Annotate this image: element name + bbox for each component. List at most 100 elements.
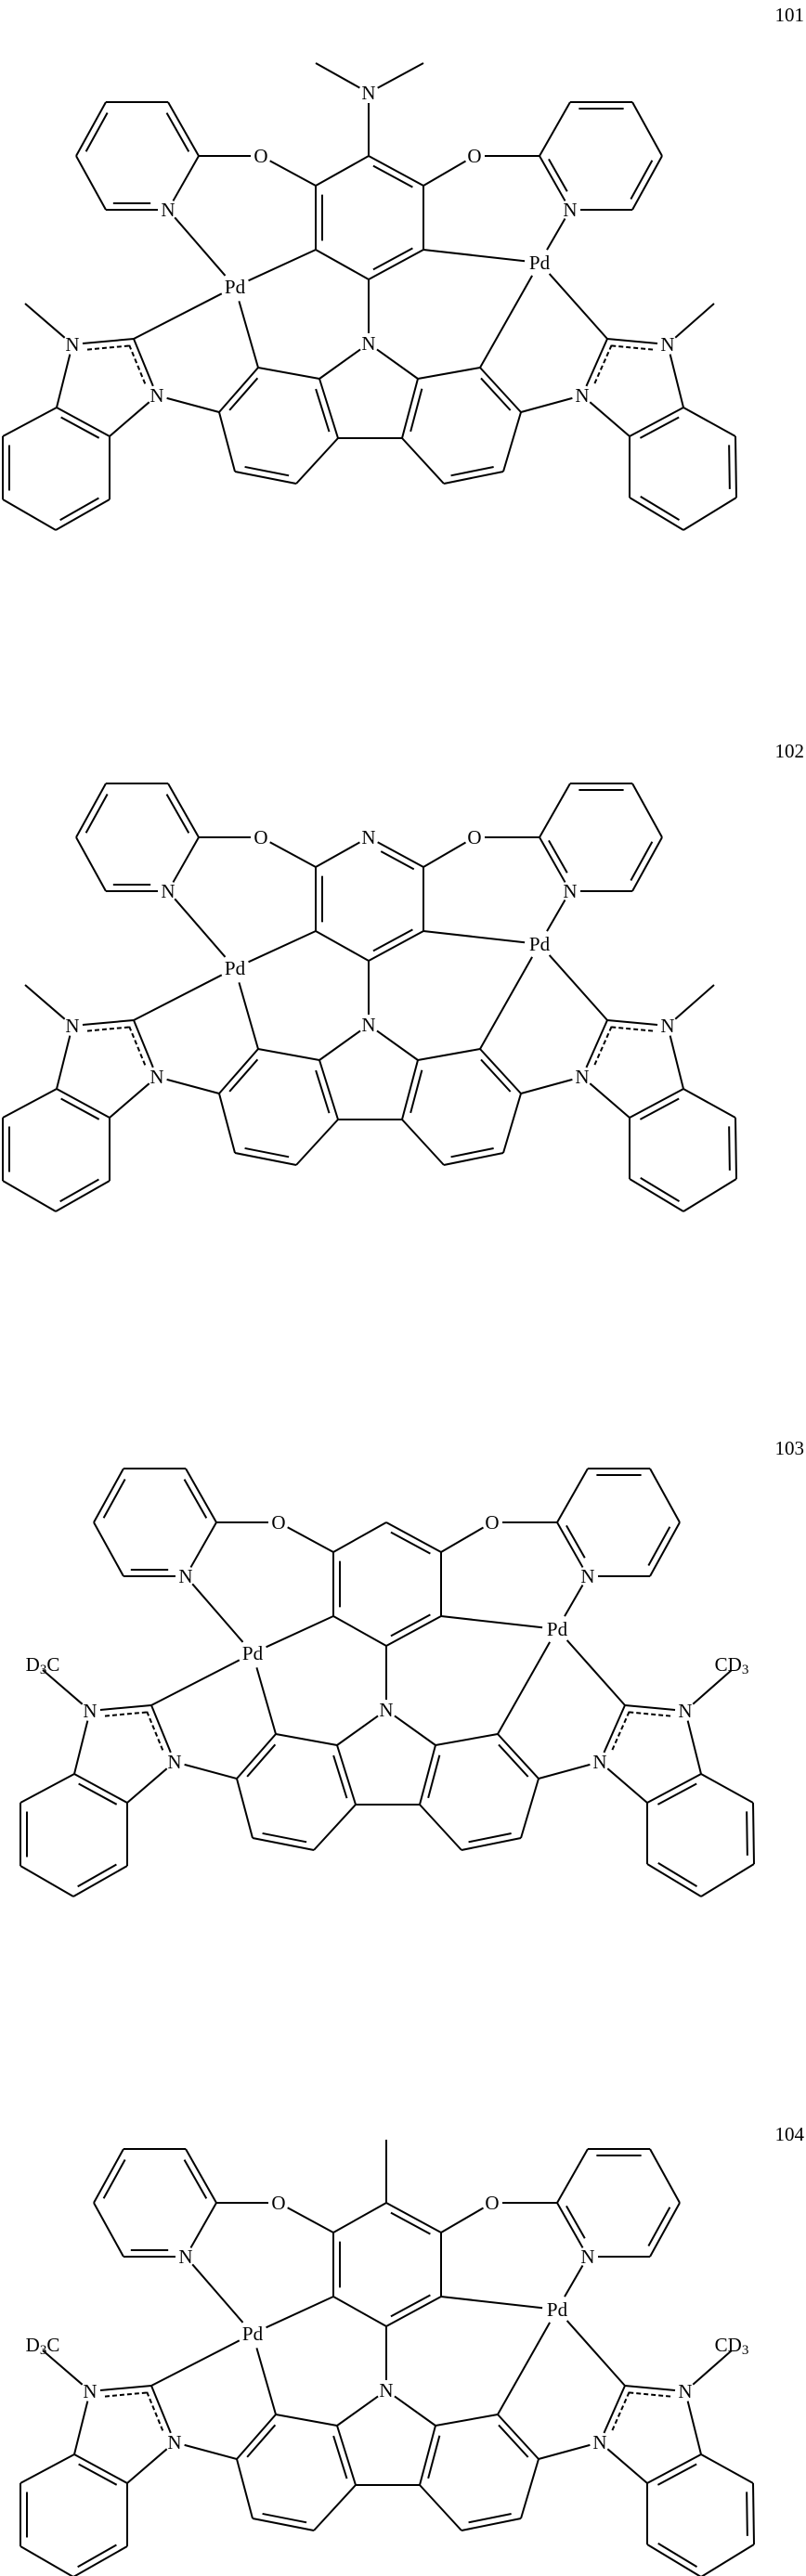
- bond: [435, 1733, 499, 1746]
- methyl-group-label: D3C: [26, 1653, 60, 1677]
- bond: [401, 1119, 445, 1166]
- bond: [394, 1715, 436, 1746]
- bond: [2, 1088, 58, 1119]
- bond: [539, 783, 571, 838]
- bond: [55, 1180, 110, 1212]
- bond: [646, 1773, 702, 1804]
- atom-label-o: O: [467, 145, 481, 167]
- atom-label-n: N: [361, 332, 375, 355]
- bond: [606, 338, 658, 344]
- bond: [566, 2320, 626, 2387]
- bond: [82, 1019, 135, 1027]
- bond: [318, 378, 339, 439]
- bonds: [20, 1468, 755, 1897]
- bond: [93, 1468, 124, 1523]
- bond: [520, 396, 573, 413]
- bond: [266, 2296, 334, 2329]
- double-bond-inner: [728, 1126, 731, 1171]
- bond: [752, 2482, 755, 2545]
- double-bond-inner: [498, 1743, 529, 1778]
- double-bond-inner: [59, 497, 99, 522]
- bond: [401, 437, 445, 485]
- bond: [700, 1863, 755, 1897]
- atom-label-n: N: [580, 2246, 594, 2268]
- bond: [185, 2148, 217, 2204]
- bond: [419, 2484, 462, 2531]
- bond: [75, 101, 107, 157]
- double-bond-inner: [380, 850, 415, 871]
- atom-label-n: N: [575, 1066, 589, 1088]
- bond: [422, 249, 526, 263]
- double-bond-inner: [183, 2159, 208, 2199]
- bond: [133, 1019, 154, 1068]
- bond: [502, 1093, 522, 1154]
- bond: [2, 1180, 57, 1212]
- bond: [631, 155, 663, 211]
- bond: [692, 2349, 733, 2386]
- atom-label-n: N: [678, 1700, 692, 1722]
- bond: [252, 2518, 315, 2531]
- bond: [440, 2207, 484, 2233]
- bond: [73, 1773, 128, 1804]
- double-bond-inner: [468, 2512, 512, 2524]
- bond: [631, 836, 663, 892]
- bond: [126, 2448, 168, 2484]
- atom-label-n: N: [167, 1751, 181, 1773]
- bond: [248, 930, 317, 964]
- bond: [606, 1767, 648, 1804]
- bond: [332, 1521, 387, 1553]
- bond: [315, 841, 360, 868]
- bond: [669, 354, 684, 408]
- bond: [401, 1059, 419, 1120]
- bond: [56, 1088, 110, 1119]
- bond: [167, 101, 200, 157]
- bond: [674, 303, 715, 339]
- bond: [461, 1837, 522, 1851]
- bond: [682, 407, 736, 437]
- atom-label-n: N: [83, 1700, 97, 1722]
- bond: [191, 2263, 244, 2324]
- bond: [497, 2414, 540, 2460]
- bond: [255, 1667, 277, 1735]
- bond: [287, 2207, 334, 2233]
- atom-label-n: N: [167, 2431, 181, 2453]
- bond: [166, 396, 220, 413]
- bond: [318, 1029, 361, 1061]
- bond: [315, 930, 370, 962]
- bond: [435, 2414, 499, 2427]
- atom-label-n: N: [65, 333, 79, 356]
- double-bond-inner: [165, 794, 190, 834]
- atom-label-n: N: [150, 1066, 163, 1088]
- bond: [700, 2544, 755, 2576]
- bond: [20, 2545, 74, 2576]
- bond: [167, 783, 200, 838]
- double-bond-inner: [468, 1832, 512, 1844]
- bond: [589, 401, 630, 437]
- bond: [548, 273, 608, 340]
- double-bond-inner: [244, 1146, 290, 1159]
- bond: [218, 1093, 236, 1154]
- bond: [295, 437, 339, 485]
- bond: [440, 2296, 543, 2310]
- bond: [669, 1035, 684, 1090]
- bond: [377, 62, 424, 89]
- atom-label-o: O: [254, 145, 267, 167]
- bond: [73, 1720, 89, 1775]
- bond: [686, 2401, 702, 2455]
- bond: [440, 1526, 484, 1553]
- double-bond-inner: [390, 2294, 431, 2318]
- bond: [313, 2484, 357, 2531]
- atom-label-o: O: [271, 1511, 285, 1534]
- double-bond-inner: [84, 112, 109, 152]
- bond: [185, 1468, 217, 1523]
- bond: [394, 2395, 436, 2427]
- atom-label-n: N: [161, 880, 175, 902]
- bond: [646, 2453, 702, 2484]
- bonds: [2, 783, 737, 1212]
